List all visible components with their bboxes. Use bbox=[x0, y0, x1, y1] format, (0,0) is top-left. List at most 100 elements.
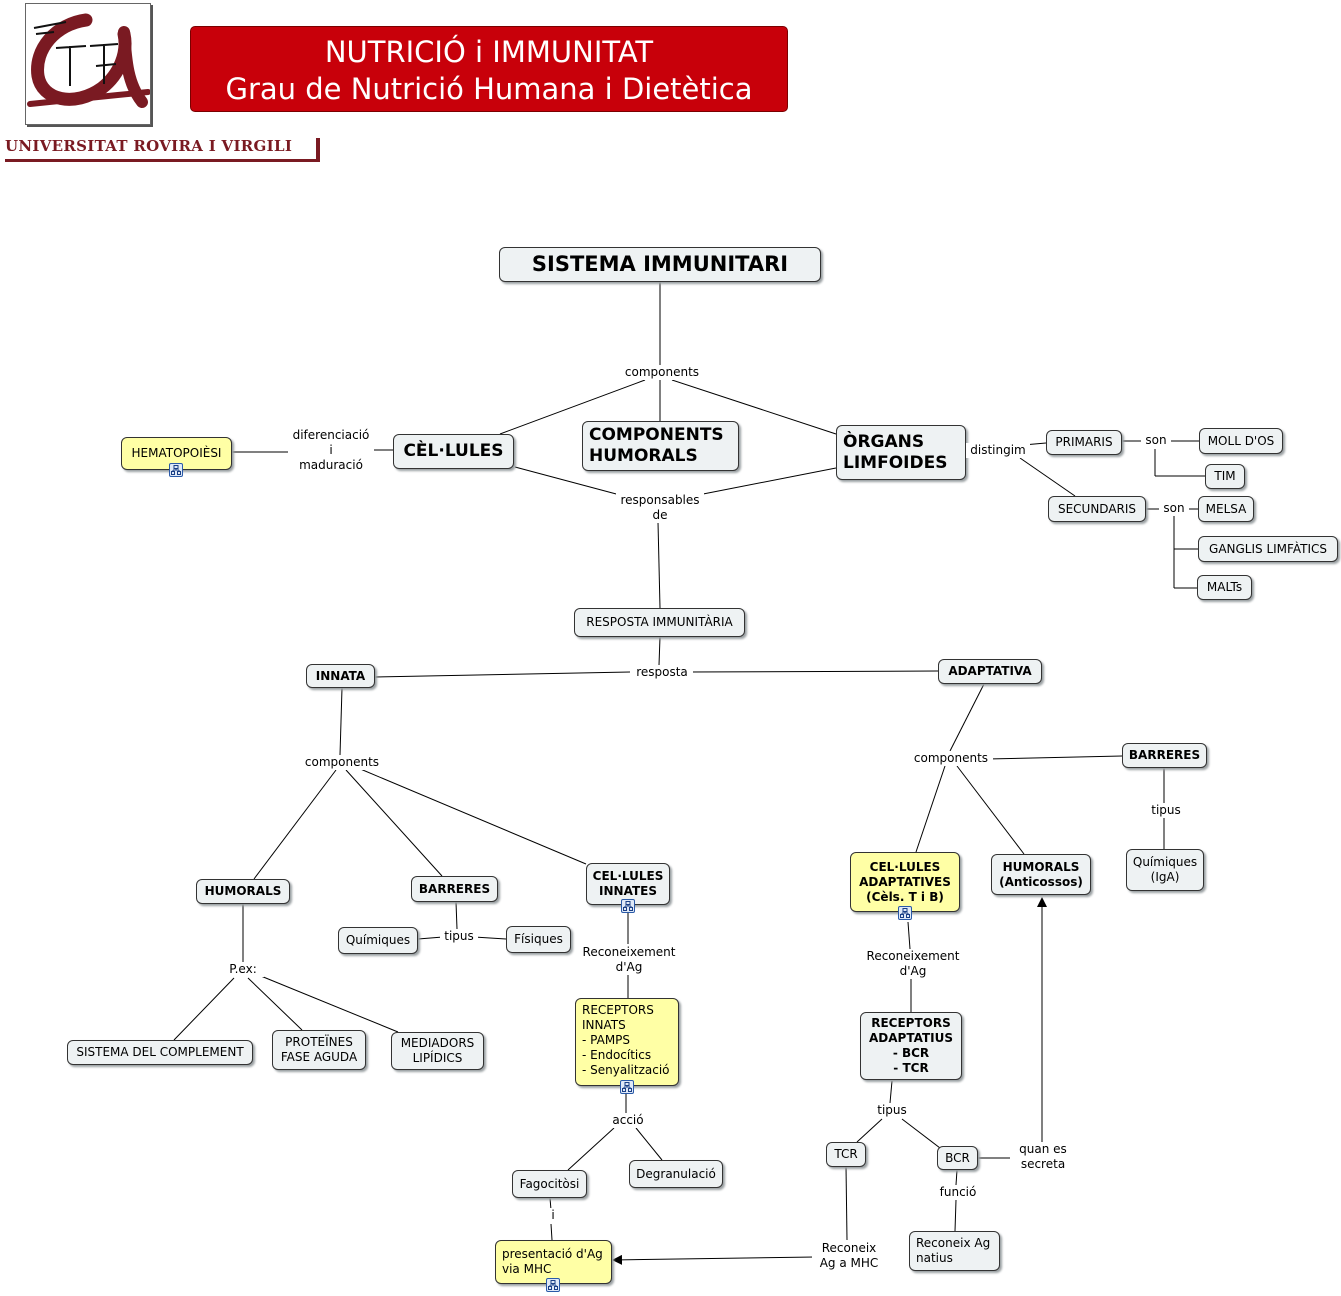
line-resposta-innata bbox=[374, 671, 631, 678]
banner-subtitle: Grau de Nutrició Humana i Dietètica bbox=[225, 72, 753, 106]
line-components-humoralsadap bbox=[956, 765, 1025, 855]
line-components-organs bbox=[671, 379, 837, 435]
node-humorals-innata[interactable]: HUMORALS bbox=[196, 879, 290, 904]
label-reconeix-ag-mhc: Reconeix Ag a MHC bbox=[812, 1241, 886, 1271]
line-accio-degranulacio bbox=[635, 1127, 663, 1161]
node-ganglis-limfatics[interactable]: GANGLIS LIMFÀTICS bbox=[1198, 536, 1338, 562]
arrow-reconeix-presentacio bbox=[612, 1254, 816, 1265]
node-proteines-fase-aguda[interactable]: PROTEÏNES FASE AGUDA bbox=[272, 1030, 366, 1070]
node-receptors-adaptatius[interactable]: RECEPTORS ADAPTATIUS - BCR - TCR bbox=[860, 1012, 962, 1080]
label-responsables-de: responsables de bbox=[616, 493, 704, 523]
node-moll-dos[interactable]: MOLL D'OS bbox=[1199, 428, 1283, 454]
node-primaris[interactable]: PRIMARIS bbox=[1046, 430, 1122, 455]
line-adaptativa-components bbox=[949, 683, 985, 752]
line-resposta-adaptativa bbox=[687, 670, 939, 673]
label-diferenciacio-maduracio: diferenciació i maduració bbox=[288, 428, 374, 473]
node-fisiques[interactable]: Físiques bbox=[506, 926, 571, 953]
line-resposta-respostalbl bbox=[658, 636, 661, 666]
node-cellules[interactable]: CÈL·LULES bbox=[393, 434, 514, 469]
line-organs-responsables bbox=[697, 467, 837, 496]
line-tipus-fisiques bbox=[473, 936, 507, 940]
line-components-cellules bbox=[499, 379, 646, 435]
node-tcr[interactable]: TCR bbox=[826, 1142, 866, 1167]
node-components-humorals[interactable]: COMPONENTS HUMORALS bbox=[582, 421, 739, 471]
node-melsa[interactable]: MELSA bbox=[1198, 496, 1254, 522]
node-quimiques-iga[interactable]: Químiques (IgA) bbox=[1126, 849, 1204, 891]
line-bcr-funcio bbox=[955, 1169, 958, 1186]
line-comp-humorals bbox=[253, 769, 337, 880]
node-receptors-innats[interactable]: RECEPTORS INNATS - PAMPS - Endocítics - … bbox=[575, 998, 679, 1086]
line-barreres-tipus bbox=[455, 901, 458, 930]
node-adaptativa[interactable]: ADAPTATIVA bbox=[938, 659, 1042, 684]
node-quimiques[interactable]: Químiques bbox=[338, 927, 418, 954]
concept-map-icon[interactable] bbox=[620, 1080, 634, 1094]
label-tipus-barreres-innata: tipus bbox=[440, 929, 478, 944]
label-tipus-receptors: tipus bbox=[872, 1103, 912, 1118]
concept-map-icon[interactable] bbox=[169, 463, 183, 477]
node-sistema-immunitari[interactable]: SISTEMA IMMUNITARI bbox=[499, 247, 821, 282]
label-components-adaptativa: components bbox=[909, 751, 993, 766]
node-innata[interactable]: INNATA bbox=[306, 664, 375, 688]
label-accio: acció bbox=[607, 1113, 649, 1128]
node-fagocitosi[interactable]: Fagocitòsi bbox=[512, 1170, 587, 1198]
line-i-presentacio bbox=[550, 1223, 553, 1241]
node-sistema-complement[interactable]: SISTEMA DEL COMPLEMENT bbox=[67, 1040, 253, 1065]
line-components-cellulesadap bbox=[915, 765, 946, 853]
label-tipus-barreres-adaptativa: tipus bbox=[1146, 803, 1186, 818]
line-comp-cellules bbox=[357, 767, 587, 865]
node-organs-limfoides[interactable]: ÒRGANS LIMFOIDES bbox=[836, 425, 966, 480]
label-quan-es-secreta: quan es secreta bbox=[1010, 1142, 1076, 1172]
node-secundaris[interactable]: SECUNDARIS bbox=[1048, 496, 1146, 522]
concept-map-icon[interactable] bbox=[546, 1278, 560, 1292]
concept-map-icon[interactable] bbox=[621, 899, 635, 913]
node-tim[interactable]: TIM bbox=[1205, 464, 1245, 489]
label-components-innata: components bbox=[300, 755, 384, 770]
node-reconeix-ag-natius[interactable]: Reconeix Ag natius bbox=[909, 1231, 1000, 1271]
line-cellulesadap-reconeixement bbox=[907, 921, 911, 950]
node-mediadors-lipidics[interactable]: MEDIADORS LIPÍDICS bbox=[391, 1032, 484, 1070]
line-tipus-bcr bbox=[901, 1118, 941, 1149]
node-humorals-anticossos[interactable]: HUMORALS (Anticossos) bbox=[991, 854, 1091, 895]
line-innata-components bbox=[339, 687, 343, 756]
university-side-bar bbox=[316, 138, 320, 162]
line-cellules-responsables bbox=[514, 466, 621, 496]
line-comp-barreres bbox=[345, 769, 443, 877]
line-components-barreres bbox=[986, 755, 1123, 760]
node-degranulacio[interactable]: Degranulació bbox=[629, 1160, 723, 1188]
node-barreres-innata[interactable]: BARRERES bbox=[411, 876, 498, 902]
line-receptorsadap-tipus bbox=[889, 1080, 893, 1104]
label-funcio: funció bbox=[934, 1185, 982, 1200]
line-tipus-tcr bbox=[856, 1118, 883, 1143]
node-presentacio-ag[interactable]: presentació d'Ag via MHC bbox=[495, 1240, 612, 1284]
node-malts[interactable]: MALTs bbox=[1197, 575, 1252, 600]
node-bcr[interactable]: BCR bbox=[937, 1146, 978, 1170]
line-pex-complement bbox=[173, 977, 235, 1041]
label-resposta: resposta bbox=[631, 665, 693, 680]
line-funcio-reconeix bbox=[954, 1199, 957, 1232]
university-underline bbox=[5, 159, 320, 162]
concept-map-icon[interactable] bbox=[898, 906, 912, 920]
label-pex: P.ex: bbox=[222, 962, 264, 977]
node-resposta-immunitaria[interactable]: RESPOSTA IMMUNITÀRIA bbox=[574, 608, 745, 637]
node-cellules-innates[interactable]: CEL·LULES INNATES bbox=[586, 863, 670, 905]
label-reconeixement-innat: Reconeixement d'Ag bbox=[578, 945, 680, 975]
line-tcr-reconeix bbox=[845, 1165, 848, 1241]
receptors-innats-text: RECEPTORS INNATS - PAMPS - Endocítics - … bbox=[582, 1003, 670, 1077]
label-components-top: components bbox=[621, 365, 703, 380]
course-banner: NUTRICIÓ i IMMUNITAT Grau de Nutrició Hu… bbox=[190, 26, 788, 112]
label-reconeixement-adaptatiu: Reconeixement d'Ag bbox=[862, 949, 964, 979]
line-quimiques-tipus bbox=[417, 936, 444, 940]
banner-title: NUTRICIÓ i IMMUNITAT bbox=[324, 35, 654, 69]
line-pex-proteines bbox=[247, 977, 303, 1031]
line-pex-mediadors bbox=[255, 973, 399, 1033]
university-name: UNIVERSITAT ROVIRA I VIRGILI bbox=[5, 137, 293, 155]
node-cellules-adaptatives[interactable]: CEL·LULES ADAPTATIVES (Cèls. T i B) bbox=[850, 852, 960, 912]
label-i: i bbox=[544, 1208, 562, 1223]
urv-logo-icon bbox=[25, 3, 151, 125]
line-distingim-secundaris bbox=[1019, 457, 1076, 497]
line-accio-fagocitosi bbox=[567, 1127, 615, 1171]
label-distingim: distingim bbox=[966, 443, 1030, 458]
node-barreres-adaptativa[interactable]: BARRERES bbox=[1122, 743, 1207, 768]
label-son-secundaris: son bbox=[1159, 501, 1189, 516]
